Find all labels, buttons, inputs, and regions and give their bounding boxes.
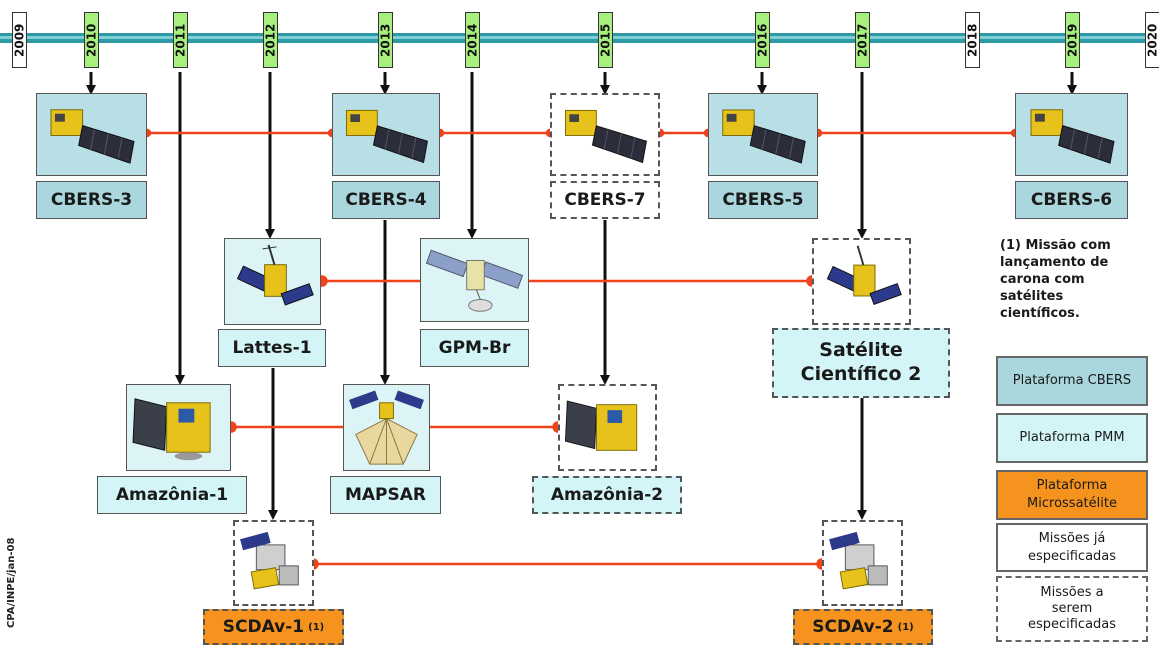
- footnote-line: lançamento de: [1000, 254, 1109, 270]
- year-2011: 2011: [172, 12, 188, 68]
- cbers6-label: CBERS-6: [1015, 181, 1128, 219]
- satcient2-image: [812, 238, 911, 325]
- legend-specified-line2: especificadas: [1027, 548, 1117, 564]
- year-2014: 2014: [464, 12, 480, 68]
- mapsar-label: MAPSAR: [330, 476, 441, 514]
- amazonia2-image: [558, 384, 657, 471]
- cbers4-label: CBERS-4: [332, 181, 440, 219]
- credit-text: CPA/INPE/jan-08: [6, 537, 17, 628]
- satcient2-label-line2: Científico 2: [800, 363, 922, 385]
- mapsar-image: [343, 384, 430, 471]
- gpmbr-label: GPM-Br: [420, 329, 529, 367]
- cbers3-label: CBERS-3: [36, 181, 147, 219]
- year-2020: 2020: [1144, 12, 1159, 68]
- footnote-line: carona com: [1000, 271, 1085, 287]
- lattes1-image: [224, 238, 321, 325]
- scdav2-image: [822, 520, 903, 606]
- year-2017: 2017: [854, 12, 870, 68]
- legend-micro-line2: Microssatélite: [1027, 496, 1117, 511]
- cbers7-image: [550, 93, 660, 176]
- legend-micro-line1: Plataforma: [1036, 478, 1108, 494]
- legend-cbers: Plataforma CBERS: [996, 356, 1148, 406]
- year-2010: 2010: [83, 12, 99, 68]
- year-2012: 2012: [262, 12, 278, 68]
- cbers5-image: [708, 93, 818, 176]
- year-2018: 2018: [964, 12, 980, 68]
- scdav2-footnote: (1): [897, 621, 914, 633]
- gpmbr-image: [420, 238, 529, 322]
- cbers3-image: [36, 93, 147, 176]
- legend-tobe-line1: Missões a: [1040, 584, 1104, 600]
- amazonia1-image: [126, 384, 231, 471]
- cbers7-label: CBERS-7: [550, 181, 660, 219]
- legend-to-be-specified: Missões a serem especificadas: [996, 576, 1148, 642]
- footnote-line: (1) Missão com: [1000, 238, 1111, 253]
- year-2015: 2015: [597, 12, 613, 68]
- scdav1-text: SCDAv-1: [222, 617, 305, 637]
- legend-specified: Missões já especificadas: [996, 523, 1148, 572]
- legend-pmm: Plataforma PMM: [996, 413, 1148, 463]
- satcient2-label: Satélite Científico 2: [772, 328, 950, 398]
- footnote-line: satélites: [1000, 288, 1064, 304]
- cbers6-image: [1015, 93, 1128, 176]
- year-2009: 2009: [11, 12, 27, 68]
- legend-tobe-line2: serem: [1051, 600, 1093, 616]
- amazonia2-label: Amazônia-2: [532, 476, 682, 514]
- footnote-text: (1) Missão com lançamento de carona com …: [1000, 238, 1130, 322]
- satcient2-label-line1: Satélite: [819, 339, 903, 362]
- year-2019: 2019: [1064, 12, 1080, 68]
- scdav2-label: SCDAv-2(1): [793, 609, 933, 645]
- scdav1-footnote: (1): [308, 621, 325, 633]
- scdav1-label: SCDAv-1(1): [203, 609, 344, 645]
- legend-specified-line1: Missões já: [1038, 530, 1106, 546]
- scdav1-image: [233, 520, 314, 606]
- amazonia1-label: Amazônia-1: [97, 476, 247, 514]
- cbers5-label: CBERS-5: [708, 181, 818, 219]
- lattes1-label: Lattes-1: [218, 329, 326, 367]
- footnote-line: científicos.: [1000, 305, 1080, 321]
- year-2013: 2013: [377, 12, 393, 68]
- legend-micro: Plataforma Microssatélite: [996, 470, 1148, 520]
- scdav2-text: SCDAv-2: [812, 617, 894, 637]
- legend-tobe-line3: especificadas: [1027, 617, 1117, 633]
- year-2016: 2016: [754, 12, 770, 68]
- cbers4-image: [332, 93, 440, 176]
